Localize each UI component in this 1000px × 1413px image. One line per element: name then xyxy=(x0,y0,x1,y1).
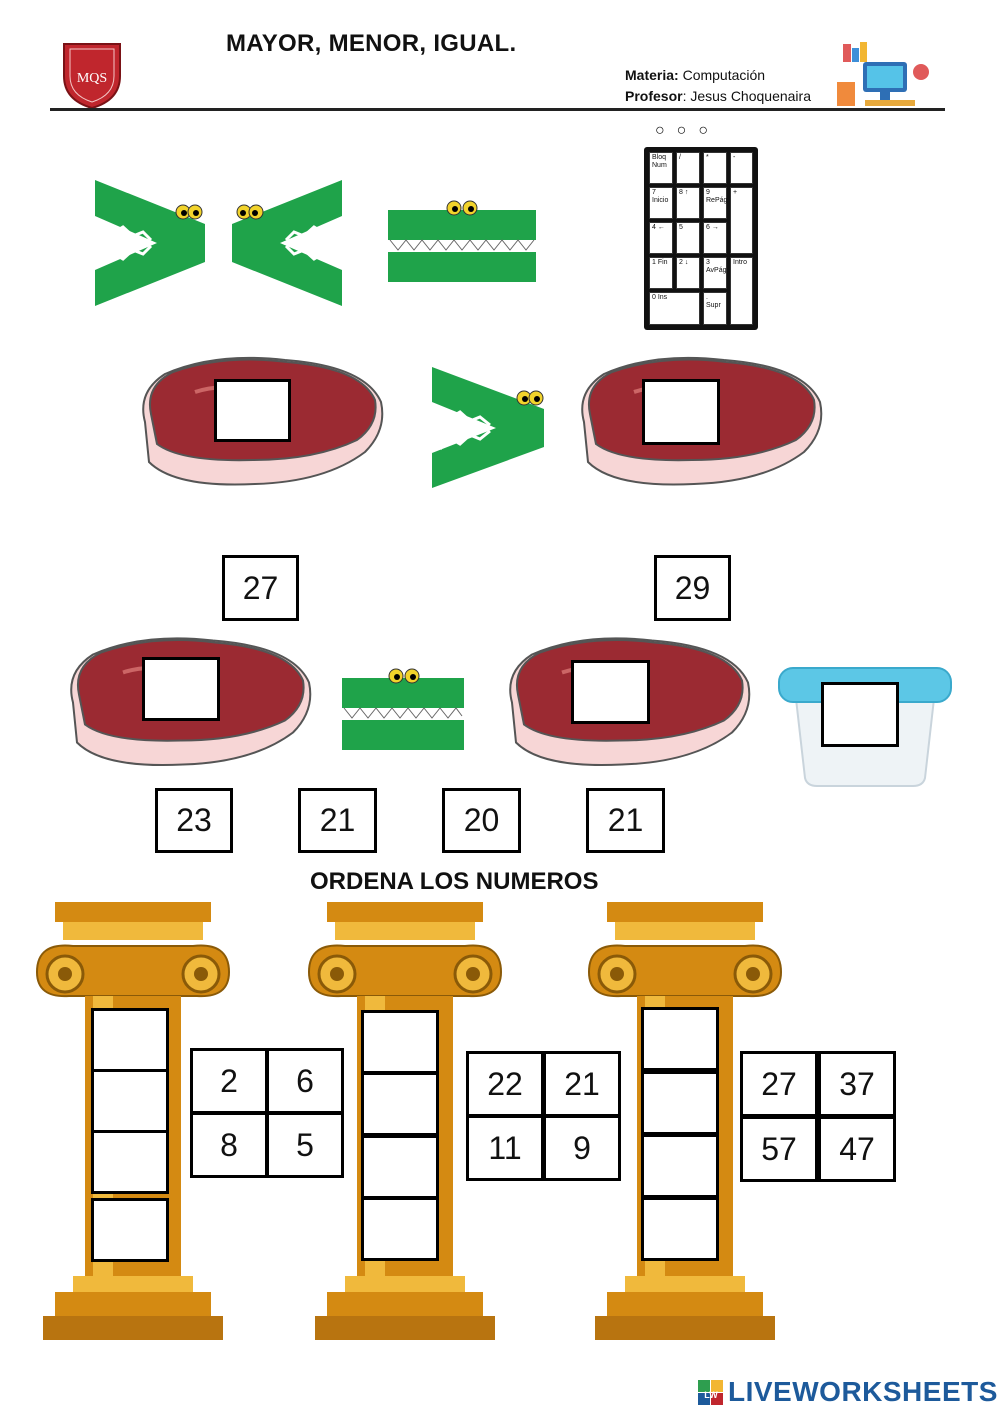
key-4: 4 ← xyxy=(649,222,673,254)
profesor-line: Profesor: Jesus Choquenaira xyxy=(625,88,811,104)
key-2: 2 ↓ xyxy=(676,257,700,289)
order-slot[interactable] xyxy=(361,1072,439,1136)
order-slot[interactable] xyxy=(91,1069,169,1133)
key-8: 8 ↑ xyxy=(676,187,700,219)
profesor-value: : Jesus Choquenaira xyxy=(682,88,811,104)
liveworksheets-logo: LW xyxy=(698,1380,724,1406)
computer-illustration xyxy=(835,42,935,108)
number-tile[interactable]: 11 xyxy=(466,1115,544,1181)
materia-label: Materia: xyxy=(625,67,679,83)
order-slot[interactable] xyxy=(641,1134,719,1198)
keypad-indicator-lights: ○○○ xyxy=(655,122,720,139)
number-tile[interactable]: 8 xyxy=(190,1112,268,1178)
order-slot[interactable] xyxy=(641,1197,719,1261)
number-tile[interactable]: 47 xyxy=(818,1116,896,1182)
number-tile[interactable]: 37 xyxy=(818,1051,896,1117)
key-5: 5 xyxy=(676,222,700,254)
order-slot[interactable] xyxy=(641,1071,719,1135)
key-multiply: * xyxy=(703,152,727,184)
header-divider xyxy=(50,108,945,111)
number-box[interactable]: 21 xyxy=(298,788,377,853)
key-0: 0 Ins xyxy=(649,292,700,325)
key-6: 6 → xyxy=(703,222,727,254)
answer-box[interactable] xyxy=(642,379,720,445)
order-slot[interactable] xyxy=(91,1008,169,1072)
number-tile[interactable]: 27 xyxy=(740,1051,818,1117)
order-slot[interactable] xyxy=(91,1198,169,1262)
croc-greater-than xyxy=(432,365,546,495)
key-decimal: . Supr xyxy=(703,292,727,325)
steak-image xyxy=(135,352,387,497)
key-numlock: Bloq Num xyxy=(649,152,673,184)
key-plus: + xyxy=(730,187,753,254)
answer-box[interactable] xyxy=(571,660,650,724)
key-enter: Intro xyxy=(730,257,753,325)
croc-equal xyxy=(340,664,466,757)
key-3: 3 AvPág xyxy=(703,257,727,289)
answer-box[interactable] xyxy=(821,682,899,747)
brand-name: LIVEWORKSHEETS xyxy=(728,1376,998,1407)
number-box[interactable]: 23 xyxy=(155,788,233,853)
brand-mark: LW xyxy=(704,1390,718,1400)
number-box[interactable]: 21 xyxy=(586,788,665,853)
croc-greater-than xyxy=(95,178,207,313)
numeric-keypad: Bloq Num / * - 7 Inicio 8 ↑ 9 RePág + 4 … xyxy=(644,147,758,330)
croc-less-than xyxy=(232,178,344,313)
number-box[interactable]: 29 xyxy=(654,555,731,621)
materia-line: Materia: Computación xyxy=(625,67,765,83)
key-9: 9 RePág xyxy=(703,187,727,219)
key-divide: / xyxy=(676,152,700,184)
key-1: 1 Fin xyxy=(649,257,673,289)
materia-value: Computación xyxy=(678,67,766,83)
number-tile[interactable]: 22 xyxy=(466,1051,544,1117)
answer-box[interactable] xyxy=(142,657,220,721)
number-tile[interactable]: 9 xyxy=(543,1115,621,1181)
order-slot[interactable] xyxy=(361,1010,439,1074)
section-title: ORDENA LOS NUMEROS xyxy=(310,868,599,895)
number-tile[interactable]: 57 xyxy=(740,1116,818,1182)
answer-box[interactable] xyxy=(214,379,291,442)
number-tile[interactable]: 5 xyxy=(266,1112,344,1178)
page-title: MAYOR, MENOR, IGUAL. xyxy=(226,30,517,57)
school-logo: MQS xyxy=(60,40,124,110)
order-slot[interactable] xyxy=(361,1135,439,1199)
key-7: 7 Inicio xyxy=(649,187,673,219)
key-minus: - xyxy=(730,152,753,184)
number-box[interactable]: 27 xyxy=(222,555,299,621)
profesor-label: Profesor xyxy=(625,88,683,104)
order-slot[interactable] xyxy=(361,1197,439,1261)
number-tile[interactable]: 2 xyxy=(190,1048,268,1114)
order-slot[interactable] xyxy=(91,1130,169,1194)
number-box[interactable]: 20 xyxy=(442,788,521,853)
order-slot[interactable] xyxy=(641,1007,719,1071)
croc-equal xyxy=(386,196,538,289)
number-tile[interactable]: 6 xyxy=(266,1048,344,1114)
logo-letters: MQS xyxy=(77,71,107,86)
